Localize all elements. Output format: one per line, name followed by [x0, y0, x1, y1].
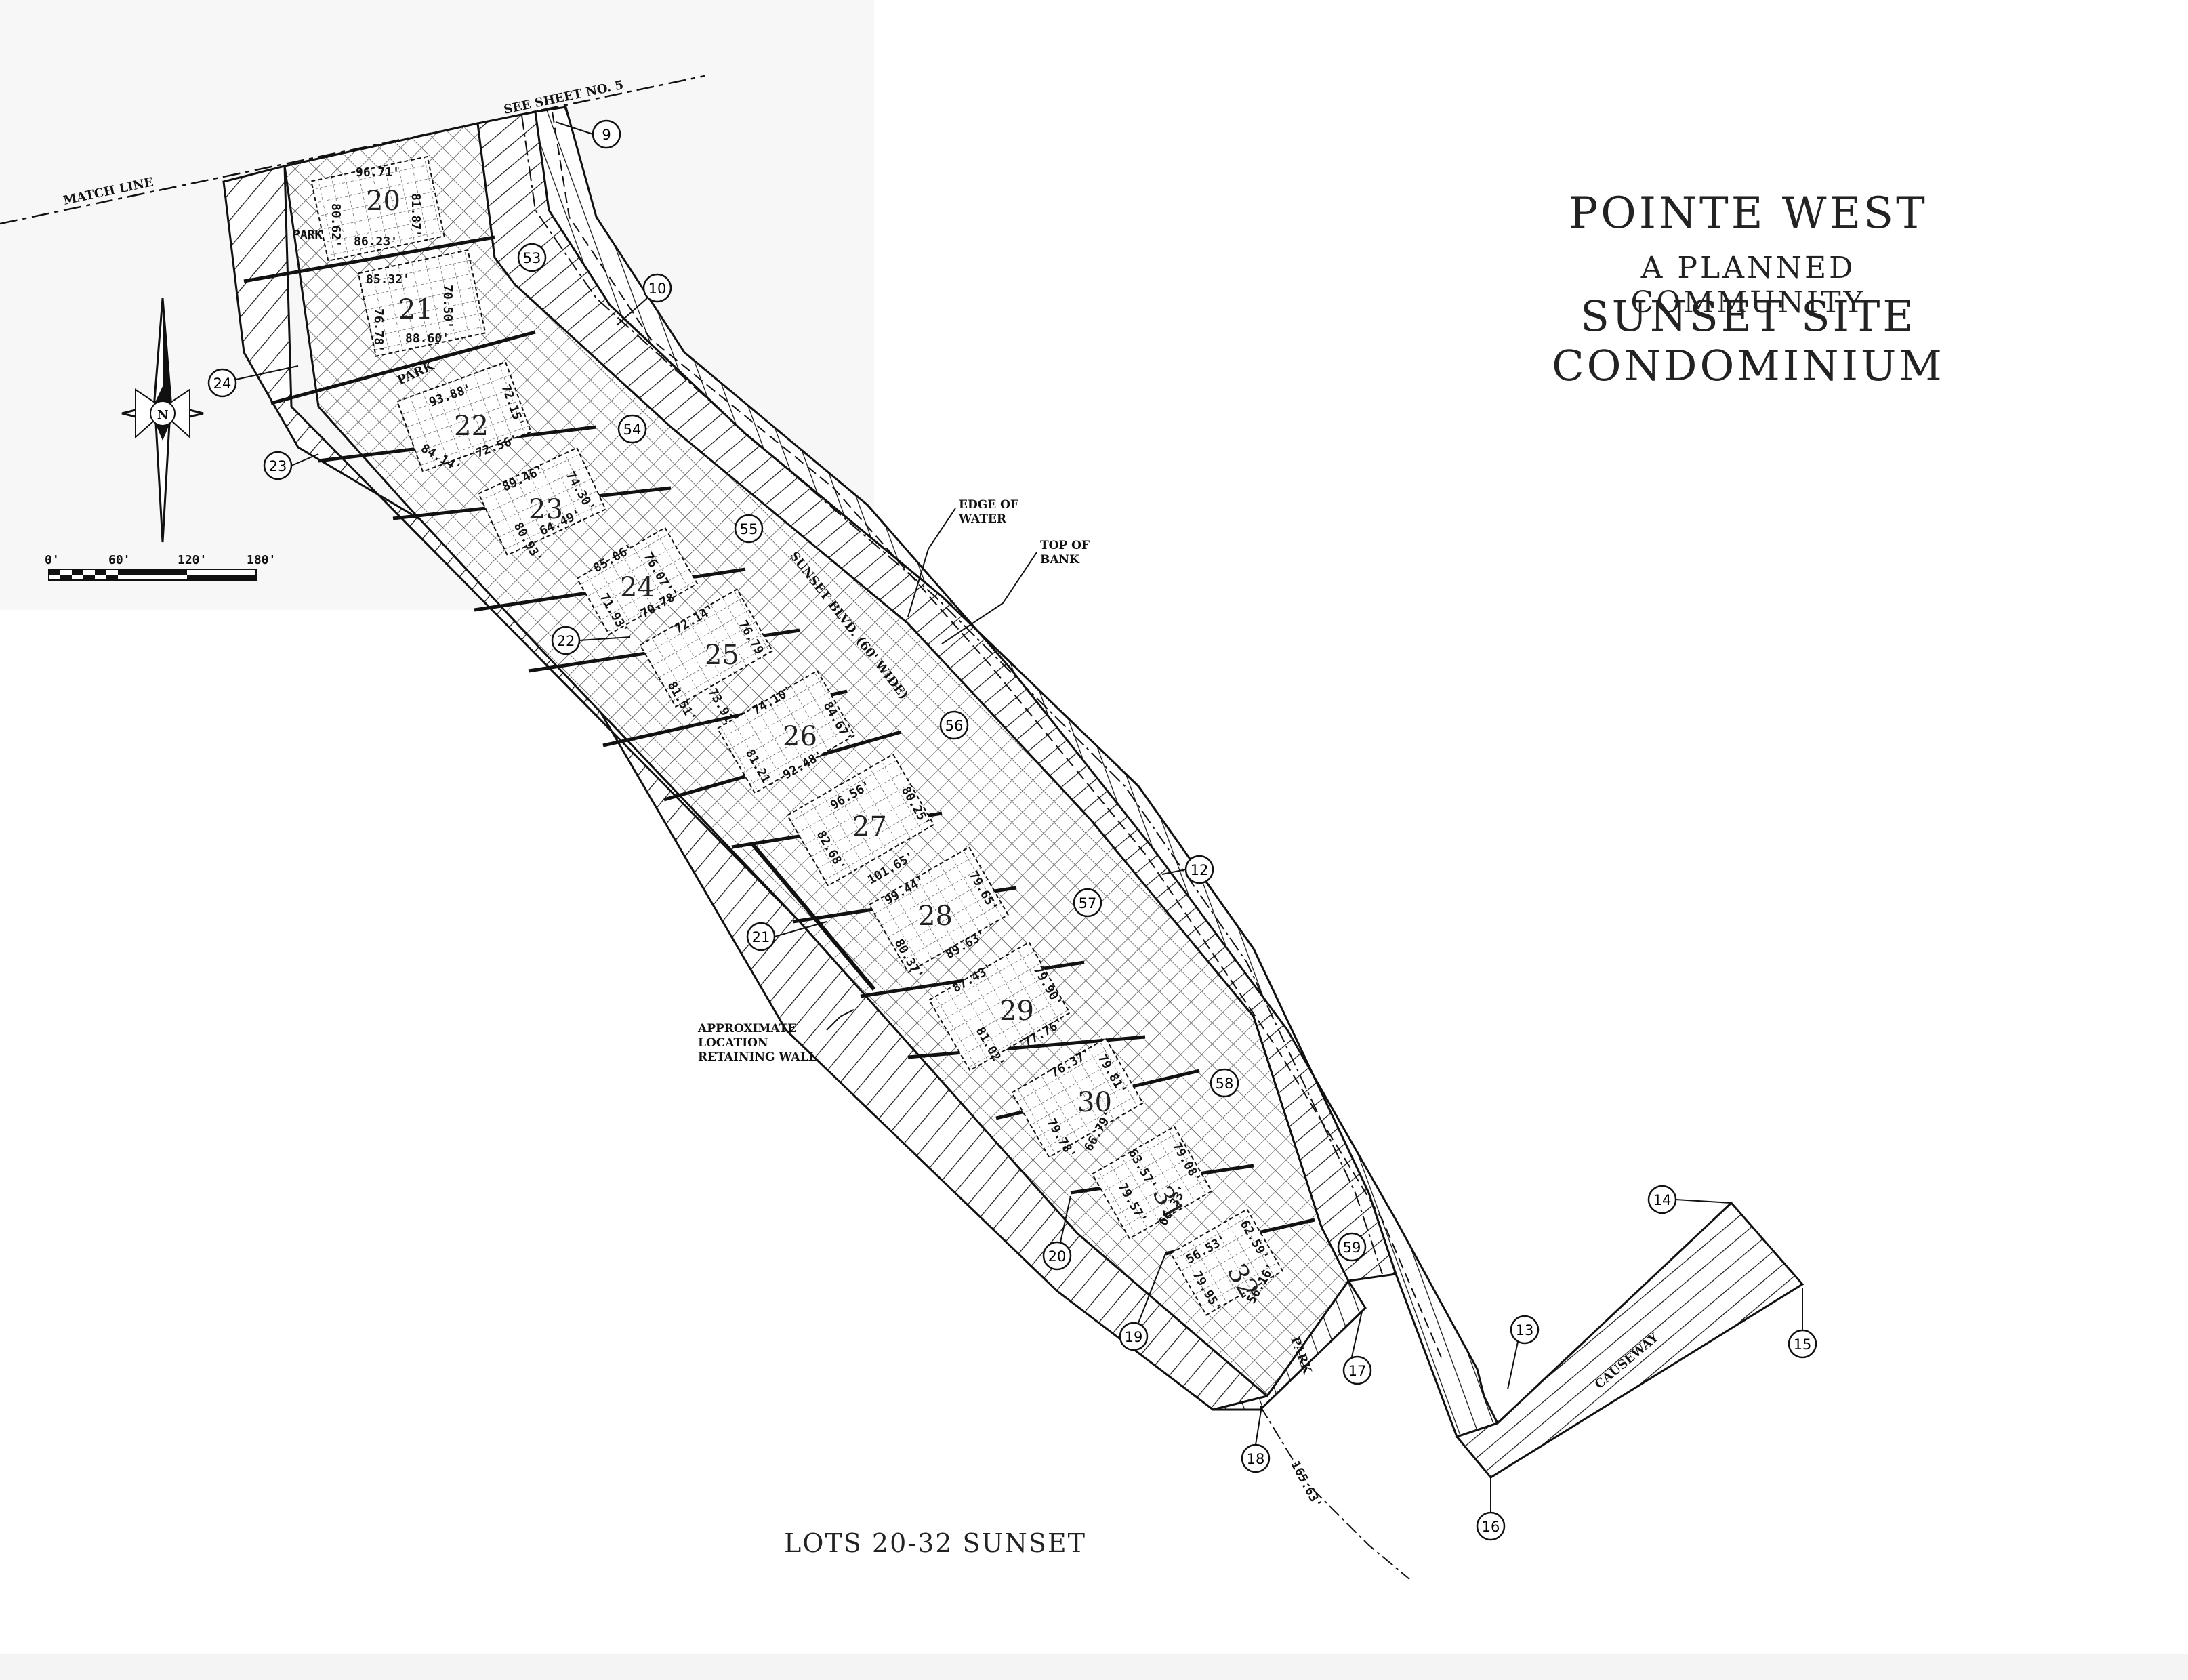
lot-26: 26 74.10' 84.67' 92.48' 81.21'	[716, 670, 856, 794]
scale-tick-180: 180'	[247, 553, 276, 567]
svg-text:86.23': 86.23'	[354, 234, 398, 249]
lot-21: 21 85.32' 70.50' 88.60' 76.78'	[357, 249, 487, 357]
marker-10: 10	[642, 273, 672, 303]
bank-line	[552, 111, 1444, 1363]
svg-text:30: 30	[1077, 1087, 1112, 1118]
causeway-area	[1455, 1201, 1804, 1479]
svg-text:22: 22	[557, 633, 575, 649]
marker-leaders	[235, 121, 1803, 1513]
svg-text:58: 58	[1216, 1075, 1234, 1092]
south-boundary	[1260, 1406, 1410, 1580]
svg-text:20: 20	[366, 186, 400, 217]
marker-15: 15	[1788, 1329, 1817, 1359]
top-bank-leader	[941, 552, 1037, 644]
svg-text:16: 16	[1482, 1519, 1500, 1535]
svg-text:70.50': 70.50'	[440, 285, 455, 329]
svg-text:23: 23	[529, 494, 563, 525]
svg-text:29: 29	[999, 996, 1034, 1027]
svg-text:24: 24	[620, 572, 655, 603]
lot-20: 20 96.71' 81.87' 86.23' 80.62'	[310, 155, 445, 262]
marker-14: 14	[1647, 1185, 1677, 1214]
marker-22: 22	[551, 626, 581, 655]
water-bank-strip	[534, 106, 1500, 1438]
svg-text:21: 21	[398, 294, 433, 325]
bearing-dim: 165.63'	[1288, 1458, 1325, 1511]
svg-text:14: 14	[1653, 1192, 1672, 1208]
svg-text:54: 54	[623, 422, 642, 438]
scale-tick-120: 120'	[178, 553, 207, 567]
marker-53: 53	[517, 243, 547, 272]
svg-text:59: 59	[1343, 1239, 1361, 1256]
edge-water-leader	[907, 508, 956, 617]
marker-13: 13	[1510, 1315, 1540, 1345]
park-south	[1212, 1279, 1367, 1411]
svg-text:12: 12	[1191, 862, 1209, 878]
svg-text:21: 21	[752, 929, 770, 945]
marker-16: 16	[1476, 1511, 1506, 1541]
top-of-bank-note: TOP OF BANK	[1040, 539, 1090, 567]
scale-tick-0: 0'	[45, 553, 60, 567]
title-line-3: SUNSET SITE CONDOMINIUM	[1552, 291, 1945, 390]
lot-27: 27 96.56' 80.25' 101.65' 82.68'	[786, 753, 935, 887]
marker-59: 59	[1337, 1232, 1367, 1262]
marker-56: 56	[939, 710, 969, 740]
scan-shade-bottom	[0, 1654, 2188, 1680]
marker-24: 24	[207, 368, 237, 398]
road-centerline	[521, 115, 1383, 1275]
retaining-wall-note: APPROXIMATE LOCATION RETAINING WALL	[698, 1022, 817, 1064]
north-arrow: N	[121, 298, 204, 543]
lot-32: 32 56.53' 62.59' 56.16' 79.95'	[1170, 1208, 1284, 1316]
marker-18: 18	[1241, 1443, 1271, 1473]
svg-text:24: 24	[213, 375, 232, 392]
marker-23: 23	[263, 451, 293, 480]
svg-text:17: 17	[1348, 1363, 1367, 1379]
svg-text:88.60': 88.60'	[405, 331, 449, 346]
marker-54: 54	[617, 414, 647, 444]
svg-text:28: 28	[918, 901, 953, 932]
svg-text:22: 22	[454, 411, 489, 442]
svg-text:13: 13	[1516, 1322, 1534, 1338]
edge-of-water-note: EDGE OF WATER	[959, 498, 1018, 526]
svg-text:23: 23	[269, 458, 287, 474]
marker-58: 58	[1210, 1068, 1239, 1098]
north-label: N	[157, 408, 168, 422]
retaining-wall	[750, 842, 876, 991]
svg-text:18: 18	[1247, 1451, 1265, 1467]
svg-text:15: 15	[1794, 1336, 1812, 1353]
marker-21: 21	[746, 922, 776, 951]
sheet-caption: LOTS 20-32 SUNSET	[784, 1528, 1086, 1558]
svg-text:80.62': 80.62'	[329, 203, 343, 247]
lot-28: 28 99.44' 79.65' 89.63' 80.37'	[868, 846, 1009, 982]
marker-17: 17	[1342, 1355, 1372, 1385]
svg-text:55: 55	[740, 521, 758, 537]
svg-text:76.78': 76.78'	[371, 308, 386, 352]
marker-9: 9	[592, 119, 621, 149]
svg-text:85.32': 85.32'	[366, 272, 410, 287]
svg-text:57: 57	[1079, 895, 1097, 911]
svg-text:81.87': 81.87'	[409, 193, 423, 237]
svg-text:20: 20	[1048, 1248, 1067, 1265]
retaining-leader	[826, 1009, 854, 1031]
svg-text:56: 56	[945, 718, 964, 734]
scale-bar: 0' 60' 120' 180'	[45, 553, 276, 581]
svg-text:25: 25	[705, 640, 739, 671]
marker-12: 12	[1184, 855, 1214, 884]
scale-tick-60: 60'	[108, 553, 131, 567]
svg-text:26: 26	[783, 721, 817, 752]
match-line	[0, 75, 705, 225]
marker-20: 20	[1042, 1241, 1072, 1271]
svg-text:19: 19	[1125, 1329, 1143, 1345]
svg-text:53: 53	[523, 250, 541, 266]
svg-text:27: 27	[852, 811, 887, 842]
marker-19: 19	[1119, 1322, 1149, 1351]
svg-text:9: 9	[602, 127, 611, 143]
svg-text:96.71': 96.71'	[356, 165, 400, 180]
marker-57: 57	[1073, 888, 1102, 918]
svg-text:10: 10	[648, 281, 667, 297]
title-line-1: POINTE WEST	[1569, 188, 1928, 239]
marker-55: 55	[734, 514, 764, 544]
survey-markers: 9 10 12 13 14 15 16 17 18 19 20 21 22 23…	[207, 119, 1817, 1541]
title-line-2: A PLANNED COMMUNITY	[1630, 251, 1866, 320]
